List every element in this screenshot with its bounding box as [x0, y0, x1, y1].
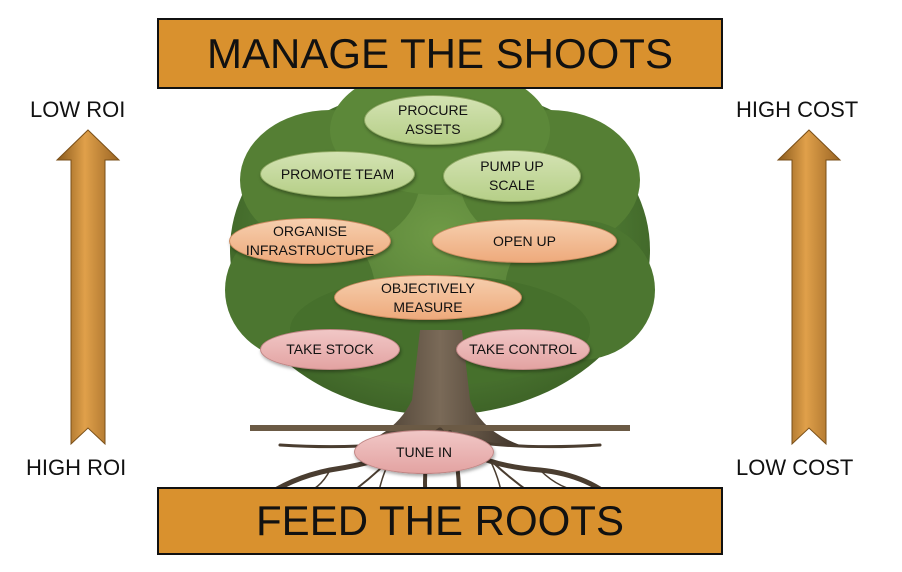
high-cost-label: HIGH COST [736, 97, 859, 122]
feed-the-roots-banner: FEED THE ROOTS [157, 487, 723, 555]
tree-trunk [360, 330, 520, 445]
take-control-stage: TAKE CONTROL [456, 329, 590, 370]
organise-infrastructure-stage: ORGANISE INFRASTRUCTURE [229, 218, 391, 264]
take-stock-stage: TAKE STOCK [260, 329, 400, 370]
procure-assets-stage: PROCURE ASSETS [364, 95, 502, 145]
open-up-stage: OPEN UP [432, 219, 617, 263]
low-cost-label: LOW COST [736, 455, 854, 480]
pump-up-scale-stage: PUMP UP SCALE [443, 150, 581, 202]
objectively-measure-stage: OBJECTIVELY MEASURE [334, 275, 522, 320]
tune-in-stage: TUNE IN [354, 430, 494, 474]
promote-team-stage: PROMOTE TEAM [260, 151, 415, 197]
manage-the-shoots-banner: MANAGE THE SHOOTS [157, 18, 723, 89]
low-roi-label: LOW ROI [30, 97, 126, 122]
roi-arrow-icon [55, 129, 121, 446]
high-roi-label: HIGH ROI [26, 455, 127, 480]
cost-arrow-icon [776, 129, 842, 446]
